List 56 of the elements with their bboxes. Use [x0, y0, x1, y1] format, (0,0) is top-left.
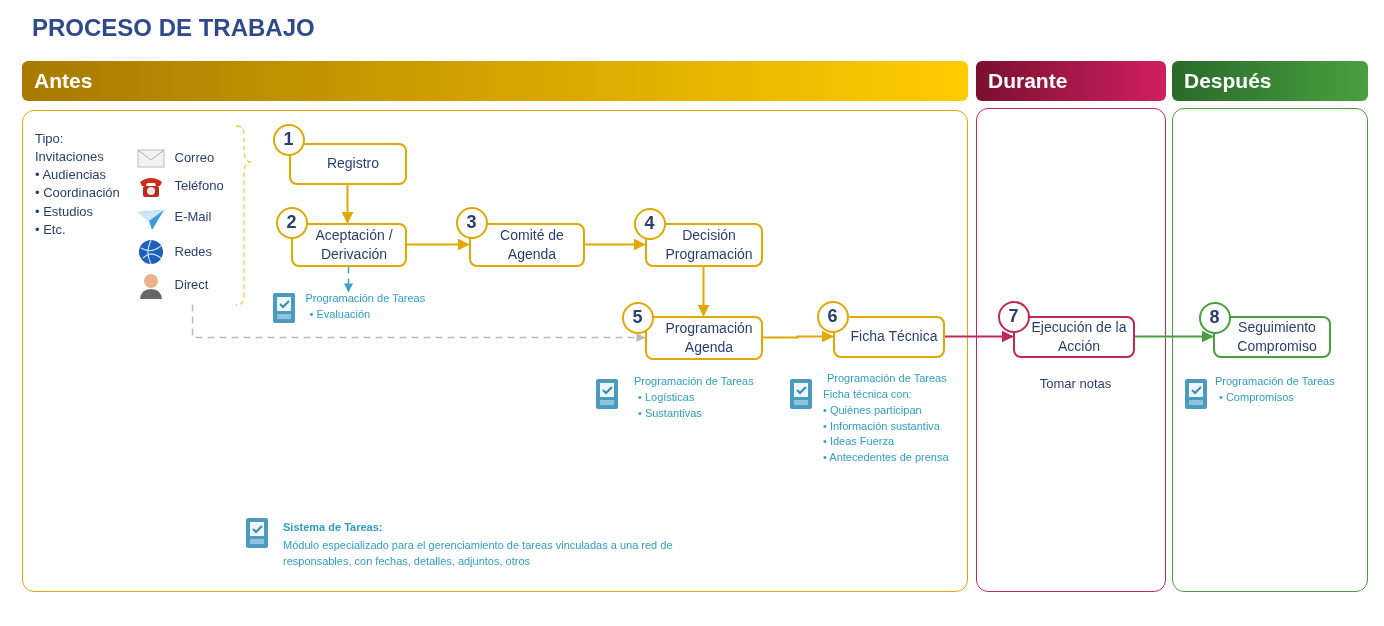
arrow [1133, 330, 1214, 343]
task-note: • Evaluación [309, 307, 371, 320]
step-number: 4 [633, 207, 666, 240]
task-note: • Quiénes participan [823, 404, 922, 416]
arrow [943, 330, 1014, 343]
task-note: Programación de Tareas [1215, 375, 1335, 387]
phase-header: Durante [976, 61, 1166, 101]
task-note: • Compromisos [1219, 391, 1294, 403]
task-note: • Sustantivas [638, 407, 702, 419]
arrow [697, 265, 710, 317]
task-note: • Antecedentes de prensa [823, 451, 949, 463]
arrow [761, 330, 834, 343]
channel-label: Direct [174, 276, 209, 292]
note-heading: Invitaciones [35, 149, 104, 164]
step-label: Aceptación / Derivación [314, 225, 394, 264]
step-number: 8 [1198, 301, 1231, 334]
diagram-title: PROCESO DE TRABAJO [32, 14, 315, 42]
step-number: 6 [816, 300, 849, 333]
note-heading: Sistema de Tareas: [283, 521, 383, 533]
step-label: Seguimiento Compromiso [1236, 317, 1318, 356]
note-heading: Tipo: [35, 131, 64, 146]
channel-label: Redes [174, 243, 213, 259]
task-note: Programación de Tareas [634, 375, 754, 387]
note-heading: • Etc. [35, 222, 66, 237]
phase-header: Después [1172, 61, 1368, 101]
task-note: Programación de Tareas [305, 291, 426, 304]
note-heading: • Audiencias [35, 167, 107, 182]
note-heading: • Estudios [35, 204, 94, 219]
step-number: 3 [455, 206, 488, 239]
step-label: Comité de Agenda [499, 225, 565, 264]
arrow [341, 183, 354, 224]
step-label: Ficha Técnica [850, 327, 938, 346]
phase-header: Antes [22, 61, 968, 101]
channel-label: Correo [174, 149, 215, 165]
step-number: 5 [621, 301, 654, 334]
step-label: Registro [326, 154, 380, 173]
task-note: • Logísticas [638, 391, 695, 403]
arrow [405, 238, 470, 251]
task-note: • Ideas Fuerza [823, 435, 895, 447]
task-note: Programación de Tareas [827, 372, 947, 384]
arrow [191, 303, 646, 342]
arrow [583, 238, 646, 251]
note-heading: • Coordinación [35, 185, 120, 200]
step-label: Ejecución de la Acción [1030, 317, 1128, 356]
task-note: Ficha técnica con: [823, 388, 912, 400]
step-note: Tomar notas [1038, 374, 1113, 393]
note-text: Módulo especializado para el gerenciamiento de tareas vinculadas a una red de responsables, con fechas, detalles, adjuntos, otros [283, 538, 674, 569]
step-number: 2 [275, 206, 308, 239]
arrow [344, 265, 353, 293]
step-label: Decisión Programación [664, 225, 754, 264]
task-note: • Información sustantiva [823, 420, 940, 432]
step-number: 7 [997, 300, 1030, 333]
channel-label: E-Mail [174, 208, 212, 224]
step-label: Programación Agenda [664, 318, 754, 357]
channel-label: Teléfono [174, 177, 224, 193]
step-number: 1 [272, 123, 305, 156]
